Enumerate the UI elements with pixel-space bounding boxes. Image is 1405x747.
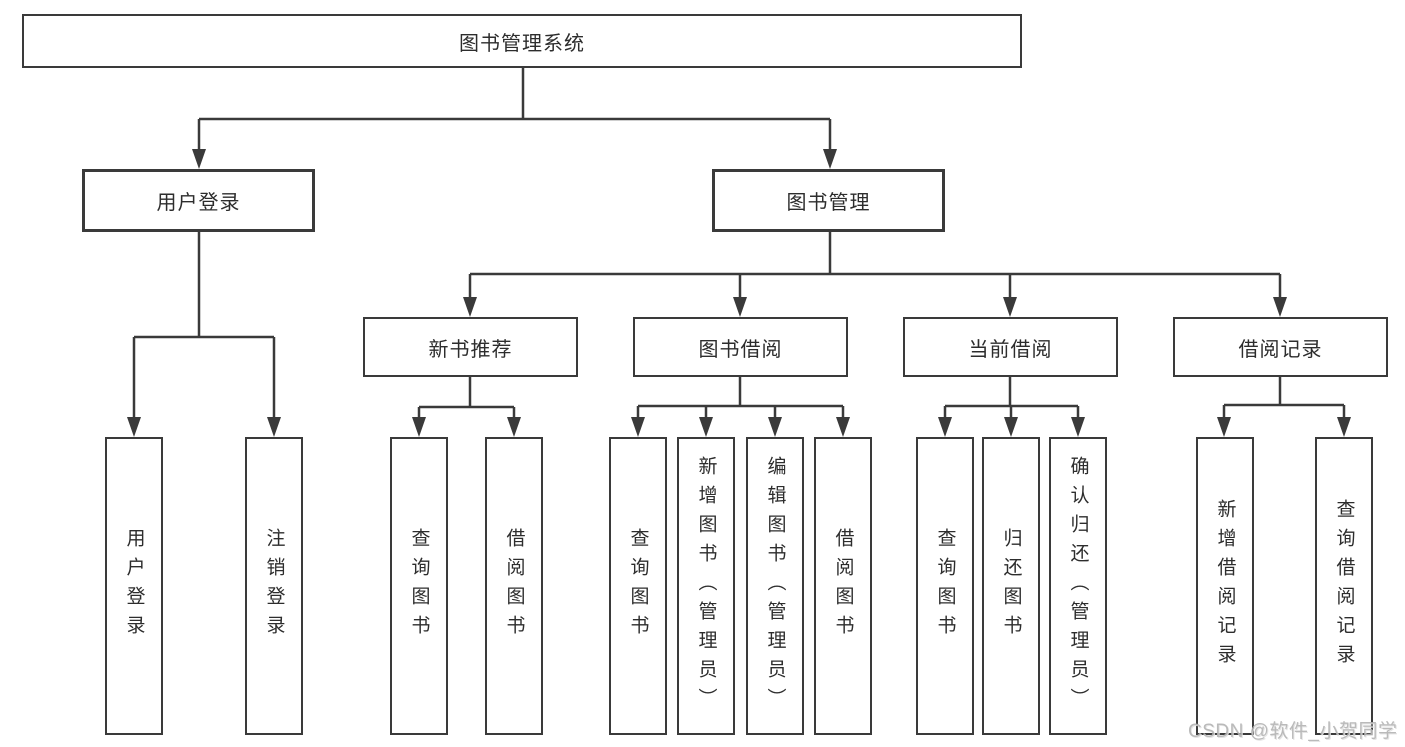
- leaf-return-books: 归还图书: [982, 437, 1040, 735]
- leaf-query-books-current: 查询图书: [916, 437, 974, 735]
- arrow-down-icon: [938, 417, 952, 437]
- arrow-down-icon: [1003, 297, 1017, 317]
- arrow-down-icon: [1273, 297, 1287, 317]
- arrow-down-icon: [699, 417, 713, 437]
- arrow-down-icon: [823, 149, 837, 169]
- leaf-edit-books-admin: 编辑图书（管理员）: [746, 437, 804, 735]
- arrow-down-icon: [733, 297, 747, 317]
- node-new-book-recommend: 新书推荐: [363, 317, 578, 377]
- leaf-logout: 注销登录: [245, 437, 303, 735]
- arrow-down-icon: [127, 417, 141, 437]
- node-book-borrow: 图书借阅: [633, 317, 848, 377]
- arrow-down-icon: [836, 417, 850, 437]
- leaf-query-borrow-record: 查询借阅记录: [1315, 437, 1373, 735]
- arrow-down-icon: [267, 417, 281, 437]
- arrow-down-icon: [192, 149, 206, 169]
- arrow-down-icon: [631, 417, 645, 437]
- arrow-down-icon: [1217, 417, 1231, 437]
- leaf-add-borrow-record: 新增借阅记录: [1196, 437, 1254, 735]
- leaf-query-books-recommend: 查询图书: [390, 437, 448, 735]
- leaf-confirm-return-admin: 确认归还（管理员）: [1049, 437, 1107, 735]
- node-current-borrow: 当前借阅: [903, 317, 1118, 377]
- node-library-management-system: 图书管理系统: [22, 14, 1022, 68]
- leaf-query-books-borrow: 查询图书: [609, 437, 667, 735]
- arrow-down-icon: [412, 417, 426, 437]
- leaf-add-books-admin: 新增图书（管理员）: [677, 437, 735, 735]
- arrow-down-icon: [768, 417, 782, 437]
- arrow-down-icon: [1337, 417, 1351, 437]
- leaf-user-login: 用户登录: [105, 437, 163, 735]
- node-user-login: 用户登录: [82, 169, 315, 232]
- csdn-watermark: CSDN @软件_小贺同学: [1188, 721, 1398, 742]
- node-borrow-records: 借阅记录: [1173, 317, 1388, 377]
- arrow-down-icon: [463, 297, 477, 317]
- node-book-management: 图书管理: [712, 169, 945, 232]
- leaf-borrow-books: 借阅图书: [814, 437, 872, 735]
- arrow-down-icon: [507, 417, 521, 437]
- arrow-down-icon: [1071, 417, 1085, 437]
- arrow-down-icon: [1004, 417, 1018, 437]
- leaf-borrow-books-recommend: 借阅图书: [485, 437, 543, 735]
